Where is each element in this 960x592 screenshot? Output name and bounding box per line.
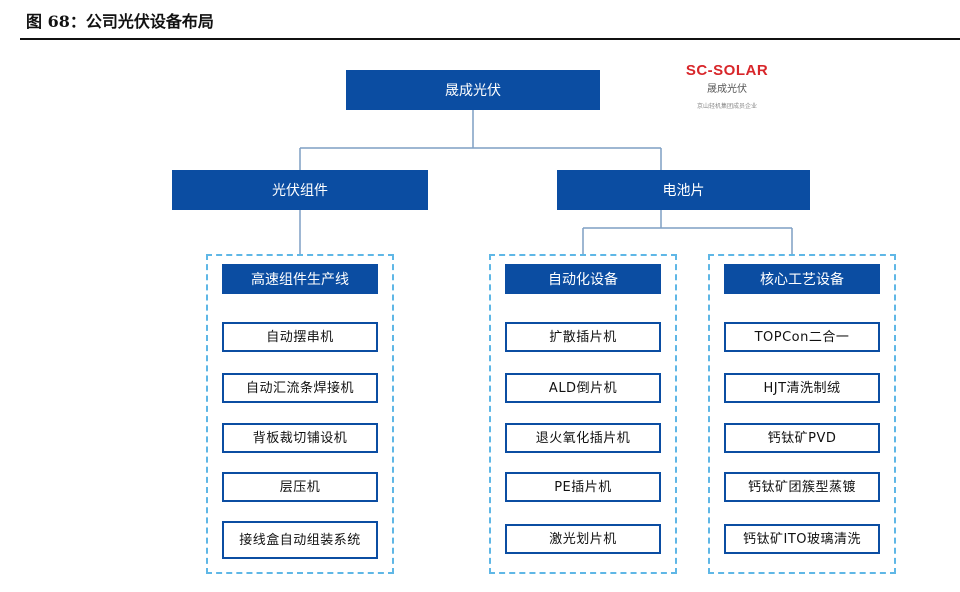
title-divider	[20, 38, 960, 40]
group-automation-equipment	[489, 254, 677, 574]
logo-cn-name: 晟成光伏	[707, 84, 747, 95]
group-header-automation: 自动化设备	[505, 264, 661, 294]
logo-subtitle: 京山轻机集团成员企业	[696, 103, 757, 110]
logo-brand: SC-SOLAR	[685, 62, 769, 79]
equipment-item: TOPCon二合一	[724, 322, 880, 352]
equipment-item: ALD倒片机	[505, 373, 661, 403]
equipment-item: 自动汇流条焊接机	[222, 373, 378, 403]
group-high-speed-module-line	[206, 254, 394, 574]
equipment-item: 钙钛矿团簇型蒸镀	[724, 472, 880, 502]
equipment-item: 钙钛矿PVD	[724, 423, 880, 453]
group-header-core-process: 核心工艺设备	[724, 264, 880, 294]
group-header-high-speed-line: 高速组件生产线	[222, 264, 378, 294]
branch-pv-module: 光伏组件	[172, 170, 428, 210]
sc-solar-logo: SC-SOLAR 晟成光伏 京山轻机集团成员企业	[672, 62, 782, 110]
equipment-item: 激光划片机	[505, 524, 661, 554]
equipment-item: 接线盒自动组装系统	[222, 521, 378, 559]
equipment-item: HJT清洗制绒	[724, 373, 880, 403]
root-node: 晟成光伏	[346, 70, 600, 110]
equipment-item: 扩散插片机	[505, 322, 661, 352]
equipment-item: 层压机	[222, 472, 378, 502]
equipment-item: PE插片机	[505, 472, 661, 502]
connector-root-branches	[299, 110, 662, 170]
connector-cell	[582, 210, 793, 254]
equipment-item: 退火氧化插片机	[505, 423, 661, 453]
equipment-item: 背板裁切铺设机	[222, 423, 378, 453]
equipment-item: 钙钛矿ITO玻璃清洗	[724, 524, 880, 554]
equipment-item: 自动摆串机	[222, 322, 378, 352]
group-core-process-equipment	[708, 254, 896, 574]
branch-solar-cell: 电池片	[557, 170, 810, 210]
figure-title: 图 68：公司光伏设备布局	[26, 12, 214, 31]
